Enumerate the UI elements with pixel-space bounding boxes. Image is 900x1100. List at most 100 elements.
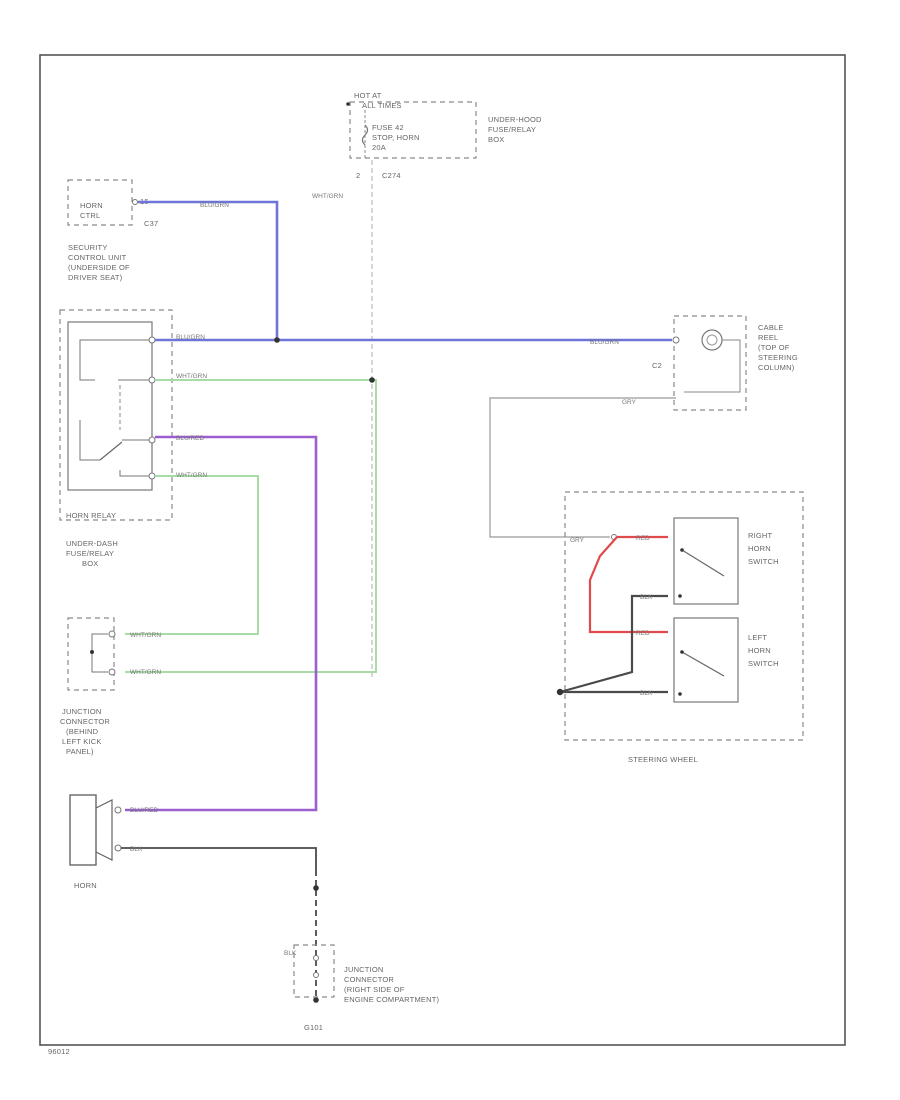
right-horn-switch-body: [673, 517, 739, 605]
red-wire-left-switch: [588, 536, 668, 634]
horn-relay-block: HORN RELAY UNDER-DASH FUSE/RELAY BOX: [59, 309, 173, 568]
relay-pin-4-icon: [148, 472, 156, 480]
wire-label-blu-red-1: BLU/RED: [176, 435, 204, 442]
horn-ctrl-connector-label: C37: [144, 219, 158, 228]
relay-pin-1-icon: [148, 336, 156, 344]
cable-reel-outline: [673, 315, 747, 411]
junction-kick-label-4: LEFT KICK: [62, 737, 102, 746]
underdash-label-3: BOX: [82, 559, 98, 568]
underhood-box-label-2: FUSE/RELAY: [488, 125, 536, 134]
horn-ctrl-label-2: CTRL: [80, 211, 100, 220]
underhood-fuse-block: HOT AT ALL TIMES FUSE 42 STOP, HORN 20A …: [346, 91, 542, 180]
cable-reel-block: C2 CABLE REEL (TOP OF STEERING COLUMN): [652, 315, 798, 411]
relay-pin-2-icon: [148, 376, 156, 384]
horn-ctrl-connector: HORN CTRL 15 C37: [67, 179, 158, 228]
purple-wire: [125, 435, 318, 812]
right-switch-label-1: RIGHT: [748, 531, 773, 540]
cable-reel-label-3: (TOP OF: [758, 343, 790, 352]
left-horn-switch-dot: [680, 650, 684, 654]
underhood-box-label-3: BOX: [488, 135, 504, 144]
left-switch-label-1: LEFT: [748, 633, 767, 642]
fuse-label-1: FUSE 42: [372, 123, 404, 132]
black-wire-right-switch: [559, 594, 668, 694]
junction-kick-panel: JUNCTION CONNECTOR (BEHIND LEFT KICK PAN…: [60, 617, 116, 756]
horn-body: [69, 794, 97, 866]
green-wire-upper: [125, 379, 377, 673]
wire-label-gry-2: GRY: [570, 537, 585, 544]
horn-pin-2-icon: [114, 844, 122, 852]
left-switch-label-3: SWITCH: [748, 659, 779, 668]
cable-reel-label-1: CABLE: [758, 323, 784, 332]
junction-kick-label-5: PANEL): [66, 747, 94, 756]
horn-relay-body: [67, 321, 153, 491]
right-horn-switch-dot: [680, 548, 684, 552]
connector-c274-label: C274: [382, 171, 401, 180]
green-splice-dot: [369, 377, 375, 383]
wire-label-wht-grn-3: WHT/GRN: [176, 472, 207, 479]
cable-reel-icon: [701, 329, 723, 351]
horn-ctrl-box-outline: [67, 179, 133, 226]
junction-kick-pin-1-icon: [108, 630, 116, 638]
junction-kick-dot: [90, 650, 94, 654]
junction-engine-label-4: ENGINE COMPARTMENT): [344, 995, 439, 1004]
security-label-4: DRIVER SEAT): [68, 273, 123, 282]
blue-wire-horn-ctrl: [138, 200, 279, 340]
junction-kick-pin-2-icon: [108, 668, 116, 676]
green-wire-lower: [125, 475, 259, 635]
horn-relay-label: HORN RELAY: [66, 511, 116, 520]
security-label-3: (UNDERSIDE OF: [68, 263, 130, 272]
right-switch-low-pin: [678, 594, 682, 598]
junction-kick-label-3: (BEHIND: [66, 727, 99, 736]
right-horn-switch-arm: [681, 549, 725, 577]
left-switch-low-pin: [678, 692, 682, 696]
junction-engine-outline: [293, 944, 335, 998]
wire-label-red-2: RED: [636, 630, 650, 637]
security-label-2: CONTROL UNIT: [68, 253, 127, 262]
pin-2-label: 2: [356, 171, 360, 180]
junction-kick-label-1: JUNCTION: [62, 707, 102, 716]
security-label-1: SECURITY: [68, 243, 108, 252]
diagram-frame: [39, 54, 846, 1046]
horn-pin-1-icon: [114, 806, 122, 814]
underdash-box-outline: [59, 309, 173, 521]
ground-splice-dot-1: [313, 885, 319, 891]
wire-label-wht-grn-top: WHT/GRN: [312, 193, 343, 200]
relay-coil-wire: [79, 339, 150, 381]
cable-reel-label-2: REEL: [758, 333, 778, 342]
wire-label-blk-horn: BLK: [130, 846, 143, 853]
hot-feed-dot: [346, 102, 350, 106]
underdash-label-2: FUSE/RELAY: [66, 549, 114, 558]
wire-label-wht-grn-5: WHT/GRN: [130, 669, 161, 676]
steering-ground-dot: [556, 688, 564, 696]
ground-splice-dot-2: [313, 997, 319, 1003]
fuse-label-3: 20A: [372, 143, 386, 152]
junction-engine-label-1: JUNCTION: [344, 965, 384, 974]
gray-wire: [489, 397, 676, 538]
footer-code: 96012: [48, 1047, 70, 1056]
wire-label-wht-grn-4: WHT/GRN: [130, 632, 161, 639]
junction-engine-label-2: CONNECTOR: [344, 975, 394, 984]
black-wire-horn: [121, 847, 317, 870]
left-horn-switch-arm: [681, 651, 725, 677]
underdash-label-1: UNDER-DASH: [66, 539, 118, 548]
junction-engine-label-3: (RIGHT SIDE OF: [344, 985, 405, 994]
relay-contact-wire: [79, 420, 100, 461]
relay-switch-arm: [99, 441, 123, 461]
underhood-fuse-box-outline: [349, 101, 477, 159]
ground-g101-label: G101: [304, 1023, 323, 1032]
steering-wheel-label: STEERING WHEEL: [628, 755, 698, 764]
right-switch-label-2: HORN: [748, 544, 771, 553]
horn-icon: [95, 799, 113, 861]
relay-contact-wire-3: [119, 470, 150, 477]
cable-reel-loop: [684, 339, 741, 393]
horn-label: HORN: [74, 881, 97, 890]
steering-wheel-outline: [564, 491, 804, 741]
fuse-symbol-icon: [361, 124, 369, 146]
wire-label-blu-red-2: BLU/RED: [130, 807, 158, 814]
wire-label-blk-ground: BLK: [284, 950, 297, 957]
wire-label-red-1: RED: [636, 535, 650, 542]
right-switch-label-3: SWITCH: [748, 557, 779, 566]
relay-pin-3-icon: [148, 436, 156, 444]
cable-reel-inner-icon: [706, 334, 718, 346]
wire-label-blu-grn-1: BLU/GRN: [200, 202, 229, 209]
